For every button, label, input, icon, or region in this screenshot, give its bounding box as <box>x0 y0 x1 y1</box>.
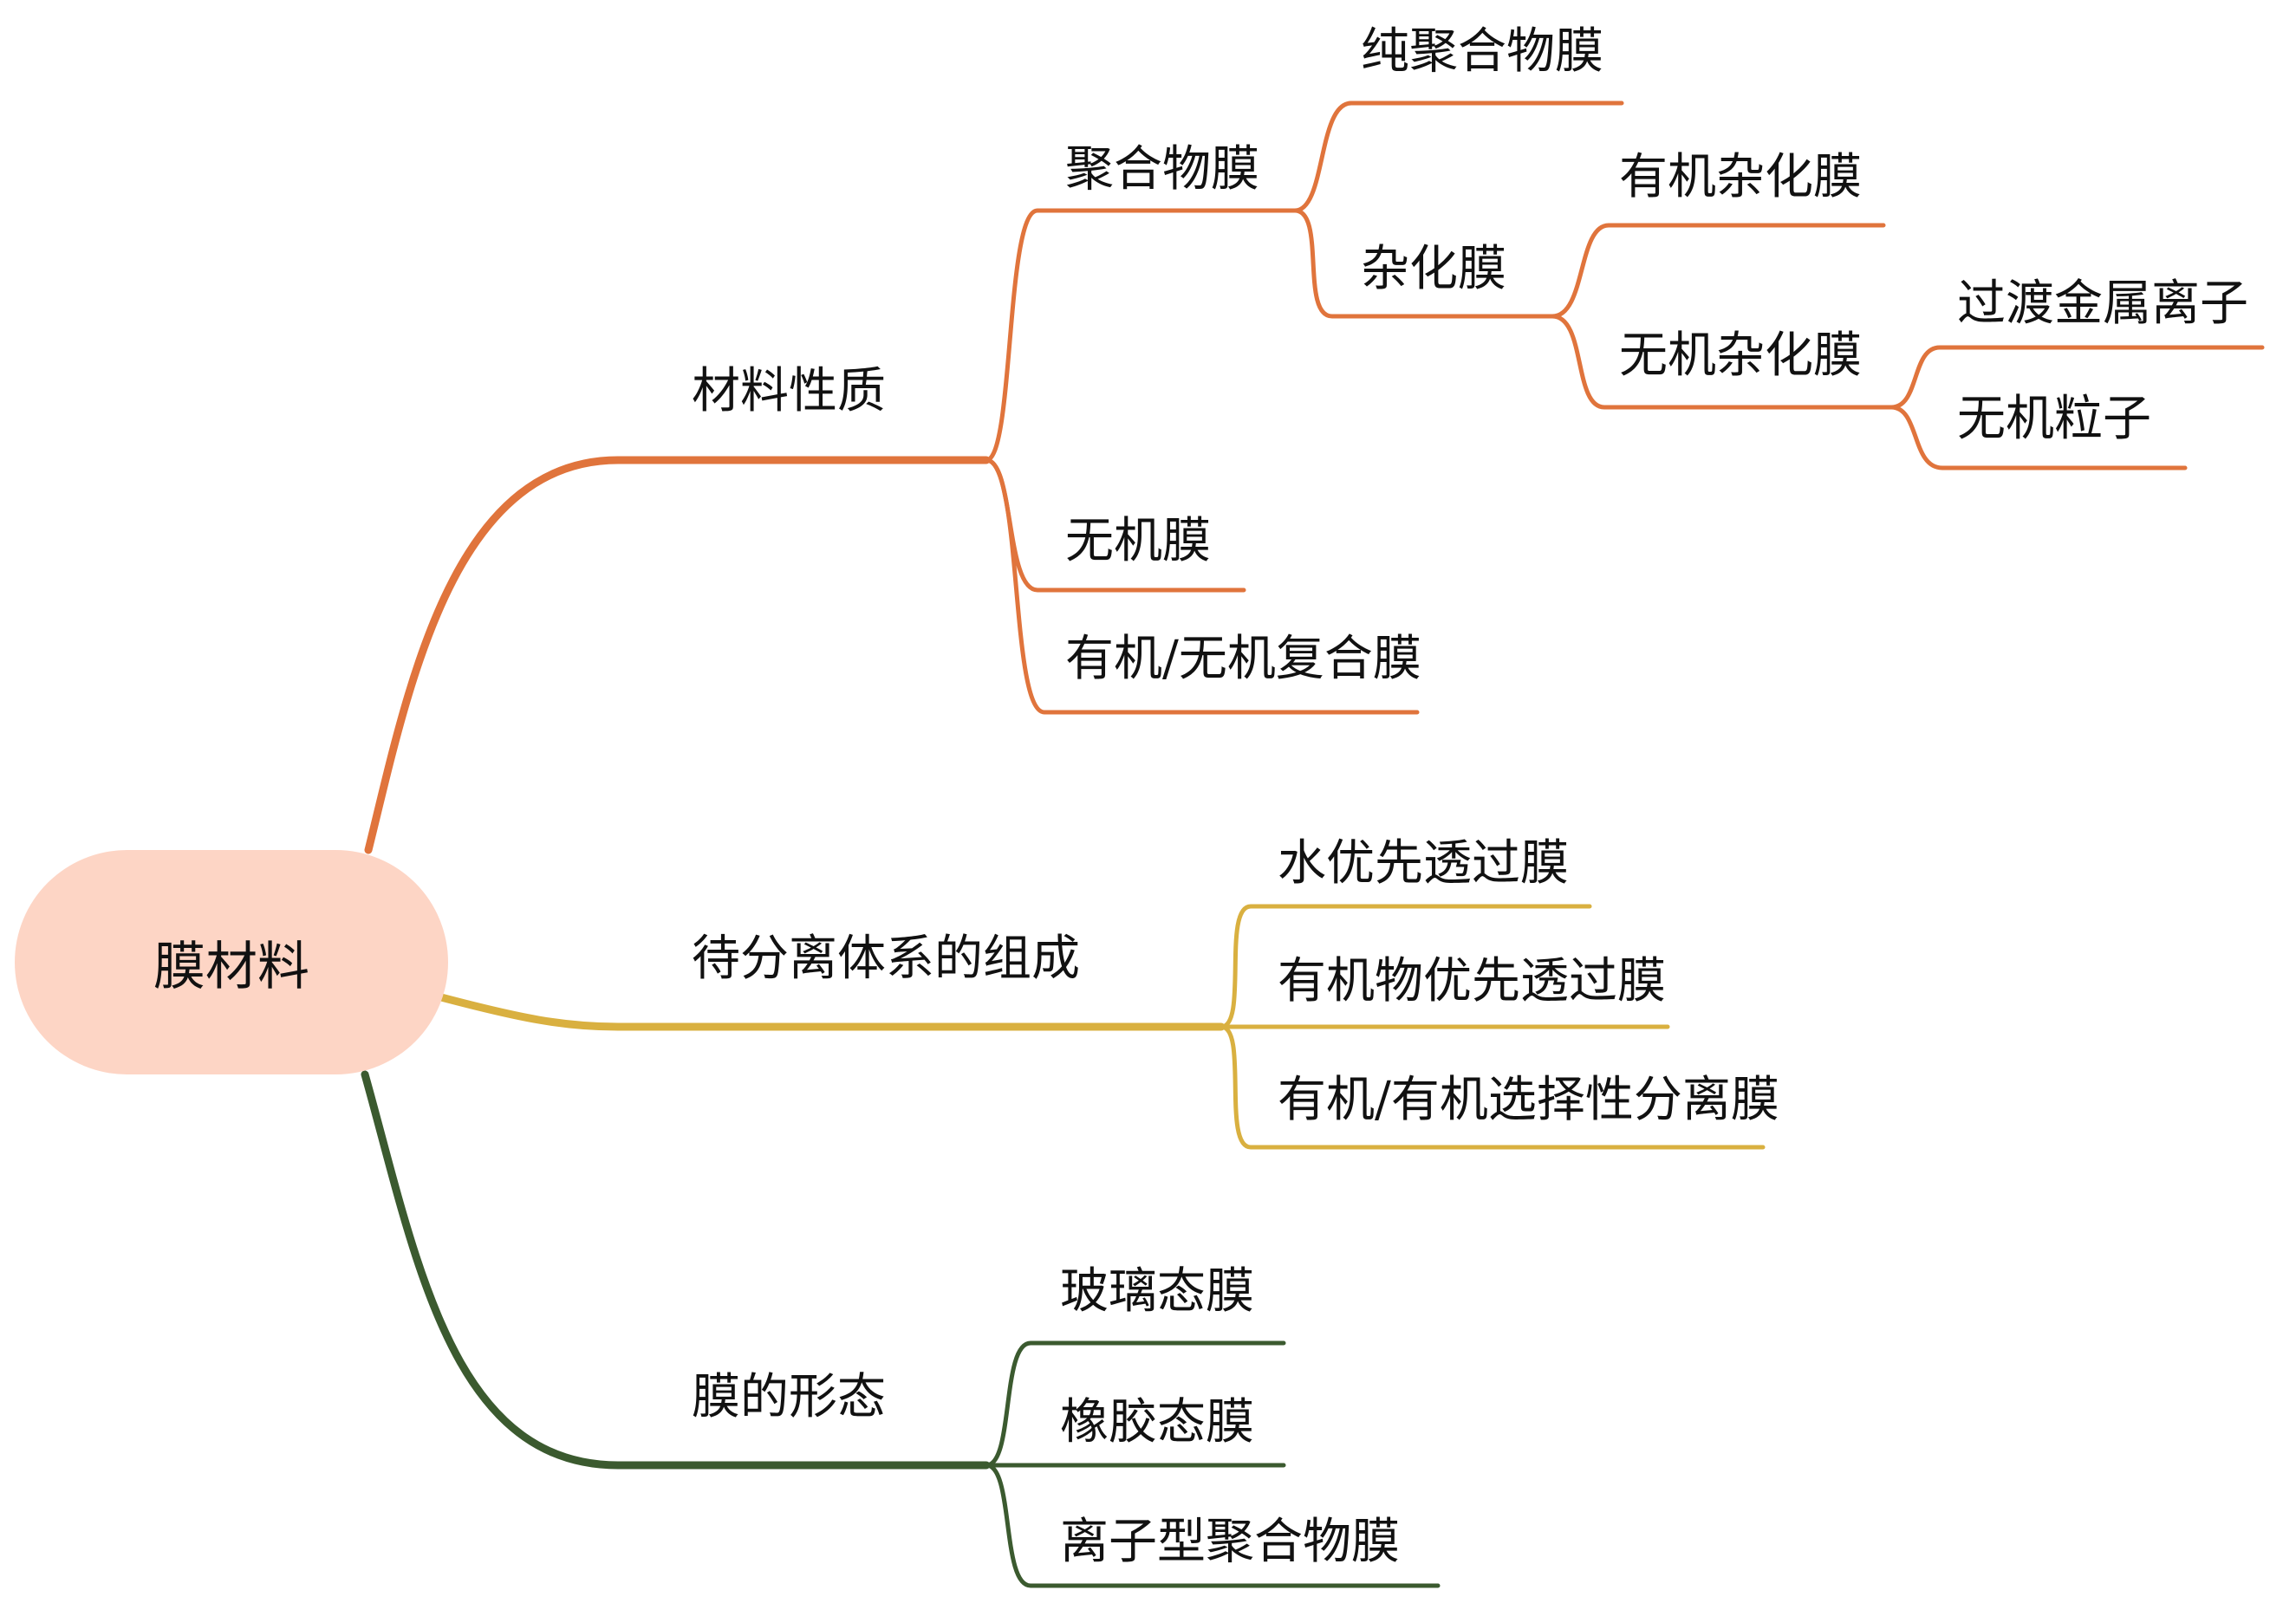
edge-material <box>364 456 991 854</box>
node-composite: 有机/无机复合膜 <box>1065 631 1421 687</box>
node-glassy: 玻璃态膜 <box>1060 1263 1254 1320</box>
edge-polymer <box>984 208 1298 463</box>
edge-metal-ion <box>1889 345 2265 410</box>
edge-form <box>361 1070 991 1470</box>
root-node: 膜材料 <box>15 850 448 1074</box>
node-inorganic: 无机膜 <box>1065 513 1211 569</box>
node-organic-pref: 有机物优先透过膜 <box>1278 953 1666 1009</box>
node-form: 膜的形态 <box>692 1369 886 1425</box>
node-organic-hybrid: 有机杂化膜 <box>1619 149 1862 205</box>
edge-system <box>437 993 1226 1031</box>
edge-ionic <box>984 1463 1441 1588</box>
node-system: 待分离体系的组成 <box>692 931 1080 987</box>
node-org-org: 有机/有机选择性分离膜 <box>1278 1072 1779 1128</box>
edge-composite <box>984 458 1420 715</box>
edge-org-org <box>1219 1024 1766 1150</box>
edge-organic-hybrid <box>1550 223 1886 319</box>
node-inorganic-hybrid: 无机杂化膜 <box>1619 328 1862 384</box>
node-water: 水优先透过膜 <box>1278 835 1569 892</box>
node-ionic: 离子型聚合物膜 <box>1060 1514 1400 1570</box>
node-particle: 无机粒子 <box>1957 391 2151 447</box>
edge-water <box>1219 904 1592 1029</box>
node-metal-ion: 过渡金属离子 <box>1957 276 2248 332</box>
node-hybrid: 杂化膜 <box>1361 241 1506 297</box>
node-rubbery: 橡胶态膜 <box>1060 1394 1254 1450</box>
edge-pure-polymer <box>1292 101 1624 213</box>
edge-hybrid <box>1292 208 1555 319</box>
node-polymer: 聚合物膜 <box>1065 141 1259 198</box>
node-material: 材料性质 <box>692 363 886 419</box>
node-pure-polymer: 纯聚合物膜 <box>1361 23 1603 80</box>
edge-particle <box>1889 405 2188 471</box>
edge-glassy <box>984 1340 1286 1468</box>
edge-inorganic-hybrid <box>1550 314 1894 410</box>
